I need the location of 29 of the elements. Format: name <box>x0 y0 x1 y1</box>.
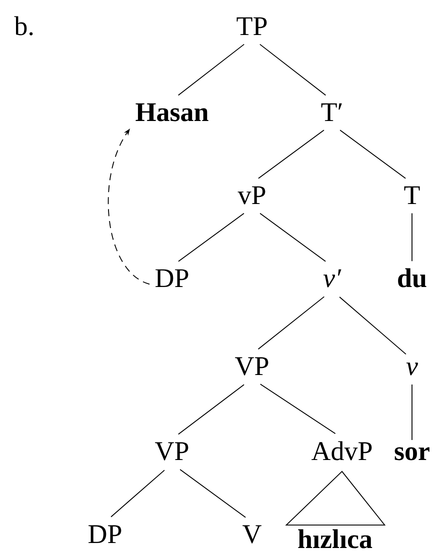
word-label: Hasan <box>136 103 208 122</box>
word-label: hızlıca <box>298 529 372 548</box>
word-label: sor <box>394 447 430 460</box>
branch-line <box>260 384 336 434</box>
category-label: VP <box>235 357 268 376</box>
branch-line <box>258 296 325 350</box>
category-label: v′ <box>323 269 342 288</box>
category-label: DP <box>88 525 122 544</box>
branch-line <box>178 44 245 96</box>
category-label: V <box>242 525 262 544</box>
branch-line <box>258 130 324 179</box>
category-label: AdvP <box>312 441 372 460</box>
category-label: DP <box>156 269 188 288</box>
category-label: TP <box>236 17 267 35</box>
panel-letter: b. <box>14 16 33 36</box>
category-label: vP <box>238 186 266 204</box>
branch-line <box>178 384 244 435</box>
category-label: VP <box>155 442 188 460</box>
word-label: du <box>398 268 426 288</box>
branch-line <box>339 296 406 355</box>
branch-line <box>259 44 326 96</box>
branch-line <box>178 212 244 262</box>
branch-line <box>110 470 165 518</box>
branch-line <box>340 130 406 179</box>
category-label: v <box>406 362 418 376</box>
category-label: T′ <box>321 103 342 121</box>
category-label: T <box>404 186 420 204</box>
branch-line <box>180 469 246 518</box>
branch-line <box>260 212 326 262</box>
